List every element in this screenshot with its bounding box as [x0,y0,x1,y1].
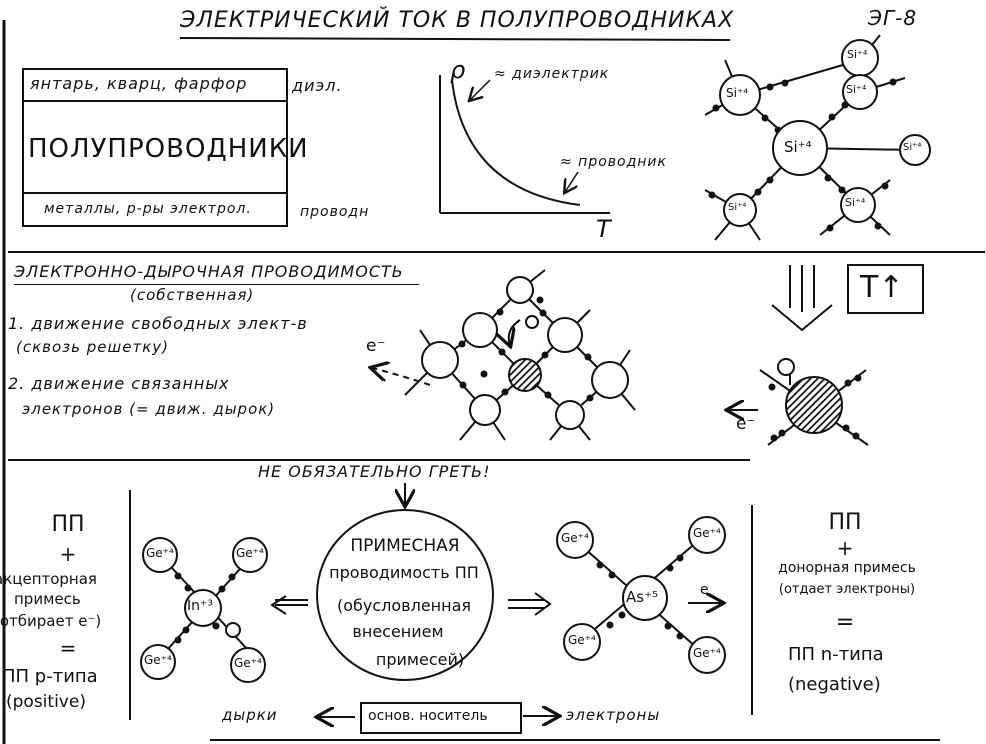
conductors-note: проводн [300,204,370,220]
resistivity-graph [439,75,610,214]
eh-item-2-line-1: 2. движение связанных [8,374,230,393]
n-type-plus: + [836,536,854,560]
n-type-result: ПП n-типа [788,644,884,665]
graph-x-symbol: T [596,215,612,243]
ge-atom-label: Ge⁺⁴ [236,546,264,560]
p-type-equals: = [59,636,77,660]
si-crystal-electrons [708,78,897,232]
title-underline [179,37,731,41]
eh-item-2-line-2: электронов (= движ. дырок) [22,400,276,418]
page-title: ЭЛЕКТРИЧЕСКИЙ ТОК В ПОЛУПРОВОДНИКАХ [180,8,735,33]
n-type-electron-label: e [700,582,709,598]
n-type-pp: ПП [828,510,862,535]
ge-atom-label: Ge⁺⁴ [144,653,172,667]
si-atom-label: Si⁺⁴ [784,138,812,156]
ge-atom-label: Ge⁺⁴ [234,656,262,670]
carriers-electrons: электроны [566,706,661,724]
semiconductors-label: ПОЛУПРОВОДНИКИ [28,134,309,164]
eh-item-1-line-2: (сквозь решетку) [16,338,169,356]
eh-section-title: ЭЛЕКТРОННО-ДЫРОЧНАЯ ПРОВОДИМОСТЬ [14,262,404,281]
impurity-ellipse [316,509,494,681]
eh-lattice-electrons [458,296,594,402]
p-type-structure [157,554,308,661]
p-type-line-1: акцепторная [0,570,97,588]
impurity-line-1: ПРИМЕСНАЯ [350,536,460,556]
temperature-box [847,264,924,314]
ge-atom-label: Ge⁺⁴ [146,546,174,560]
impurity-line-4: внесением [352,622,444,641]
eh-section-subtitle: (собственная) [130,286,255,304]
si-atom-label: Si⁺⁴ [726,86,749,100]
heating-note: НЕ ОБЯЗАТЕЛЬНО ГРЕТЬ! [258,462,491,481]
si-atom-label: Si⁺⁴ [728,202,747,213]
carriers-box [360,702,522,734]
classification-divider-1 [22,100,286,102]
conductors-label: металлы, р-ры электрол. [44,201,252,217]
heated-electron-label: e⁻ [736,414,756,434]
impurity-line-2: проводимость ПП [329,563,479,582]
ge-atom-label: Ge⁺⁴ [693,526,721,540]
graph-label-conductor: ≈ проводник [560,154,667,170]
p-type-pp: ПП [51,512,85,537]
eh-electron-label: e⁻ [366,336,386,356]
graph-label-dielectric: ≈ диэлектрик [494,66,610,82]
si-crystal-atoms [719,39,931,227]
p-type-plus: + [59,542,77,566]
carriers-holes: дырки [222,706,278,724]
impurity-line-3: (обусловленная [336,596,472,615]
dielectrics-note: диэл. [292,76,343,95]
temperature-label: T↑ [860,270,904,305]
si-atom-label: Si⁺⁴ [845,196,866,209]
p-type-line-2: примесь [14,590,81,608]
graph-y-symbol: ρ [450,56,467,84]
p-type-result: ПП p-типа [2,666,98,687]
carriers-box-label: основ. носитель [368,708,488,724]
si-atom-label: Si⁺⁴ [846,83,867,96]
classification-box [22,68,288,227]
si-atom-label: Si⁺⁴ [847,48,868,61]
heated-atom-electrons [768,374,862,442]
as-atom-label: As⁺⁵ [626,588,659,606]
n-type-line-1: донорная примесь [778,560,916,576]
ge-atom-label: Ge⁺⁴ [561,531,589,545]
dielectrics-label: янтарь, кварц, фарфор [30,74,248,93]
classification-divider-2 [22,192,286,194]
eh-lattice-atoms [421,276,629,430]
n-type-line-2: (отдает электроны) [778,582,916,597]
p-type-line-3: (отбирает e⁻) [0,612,102,630]
in-atom-label: In⁺³ [187,598,214,614]
n-type-equals: = [835,610,855,635]
si-atom-label: Si⁺⁴ [903,142,922,153]
ge-atom-label: Ge⁺⁴ [568,633,596,647]
n-type-result-2: (negative) [788,674,881,695]
impurity-line-5: примесей) [375,650,465,669]
eh-item-1-line-1: 1. движение свободных элект-в [8,314,308,333]
page-code: ЭГ-8 [868,6,918,30]
heating-arrow [771,265,833,332]
ge-atom-label: Ge⁺⁴ [693,646,721,660]
p-type-result-2: (positive) [6,692,86,712]
eh-title-underline [14,284,419,285]
